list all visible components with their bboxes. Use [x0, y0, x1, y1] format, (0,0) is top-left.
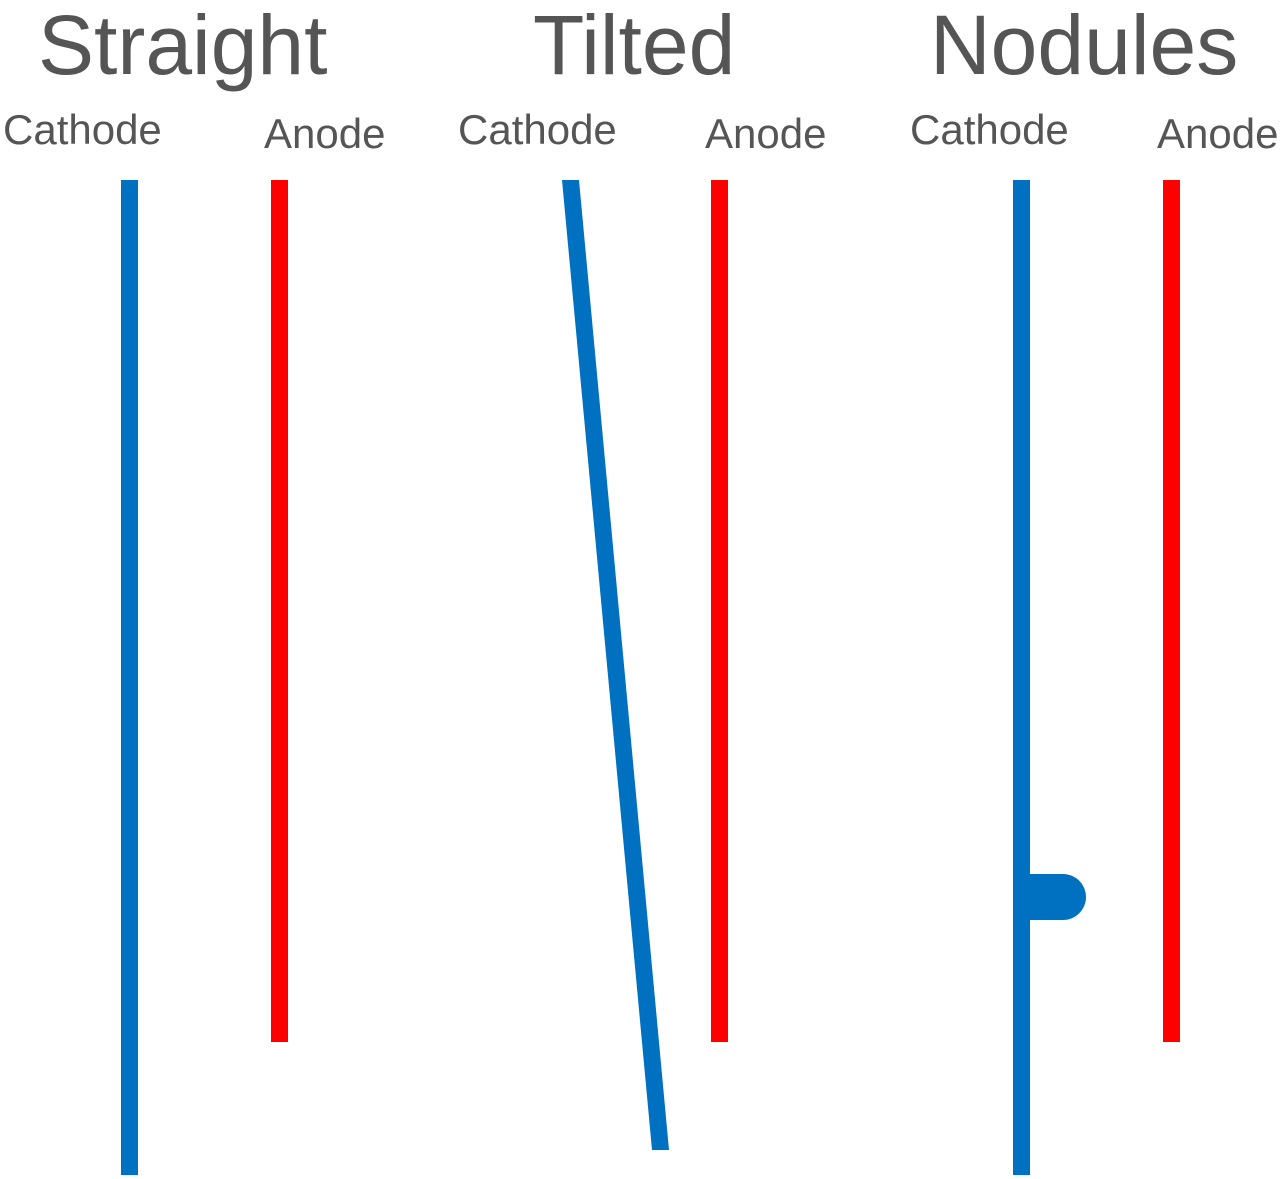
nodules-anode-label: Anode	[1157, 110, 1279, 157]
nodules-anode-line	[1163, 180, 1180, 1042]
nodule-bump	[1028, 874, 1086, 920]
straight-cathode-line	[121, 180, 138, 1175]
panel-title-nodules: Nodules	[930, 0, 1239, 92]
straight-anode-label: Anode	[264, 110, 386, 157]
tilted-anode-line	[711, 180, 728, 1042]
straight-anode-line	[271, 180, 288, 1042]
tilted-anode-label: Anode	[705, 110, 827, 157]
tilted-cathode-line	[562, 180, 669, 1150]
straight-cathode-label: Cathode	[3, 106, 162, 153]
panel-title-tilted: Tilted	[533, 0, 736, 92]
nodules-cathode-label: Cathode	[910, 106, 1069, 153]
nodules-cathode-line	[1013, 180, 1030, 1175]
tilted-cathode-label: Cathode	[458, 106, 617, 153]
panel-title-straight: Straight	[38, 0, 328, 92]
